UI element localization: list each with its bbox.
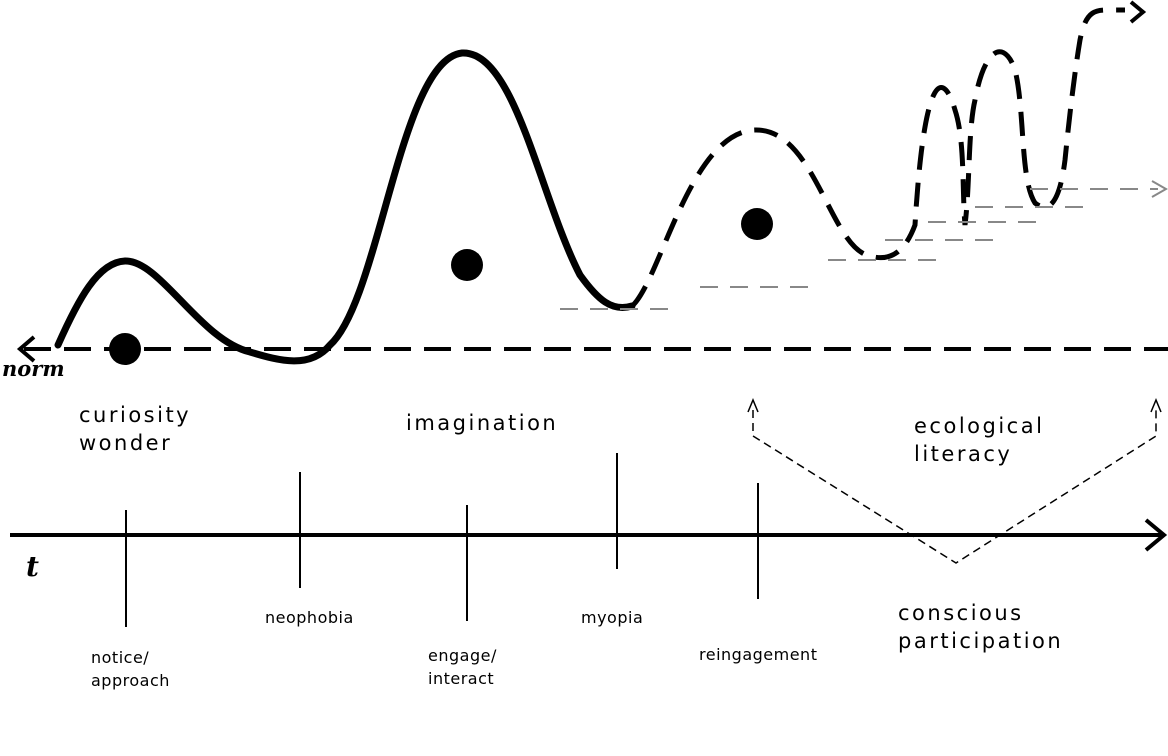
participation-bracket: [752, 410, 1157, 564]
development-curve-dashed: [630, 7, 1125, 308]
time-axis-label: t: [26, 550, 39, 583]
plateau-guide-arrowhead: [1151, 180, 1168, 198]
phase-label-notice: notice/ approach: [91, 648, 170, 690]
phase-label-myopia: myopia: [581, 608, 644, 627]
phase-label-neophobia: neophobia: [265, 608, 354, 627]
stage-dot-ecological: [741, 208, 773, 240]
phase-label-reingagement: reingagement: [699, 645, 818, 664]
stage-label-imagination: imagination: [406, 411, 559, 435]
stage-label-curiosity: curiosity wonder: [79, 403, 192, 455]
stage-dot-curiosity: [109, 333, 141, 365]
norm-label: norm: [2, 356, 65, 381]
development-curve-solid: [54, 49, 636, 365]
dashed-curve-arrowhead: [1129, 0, 1147, 24]
bracket-arrowhead-right: [1150, 398, 1162, 413]
phase-label-engage: engage/ interact: [428, 646, 497, 688]
norm-left-arrowhead: [16, 335, 36, 363]
bracket-arrowhead-left: [747, 398, 759, 413]
time-axis-arrowhead: [1144, 518, 1168, 552]
stage-label-ecological: ecological literacy: [914, 414, 1045, 466]
stage-label-conscious: conscious participation: [898, 601, 1064, 653]
stage-dot-imagination: [451, 249, 483, 281]
